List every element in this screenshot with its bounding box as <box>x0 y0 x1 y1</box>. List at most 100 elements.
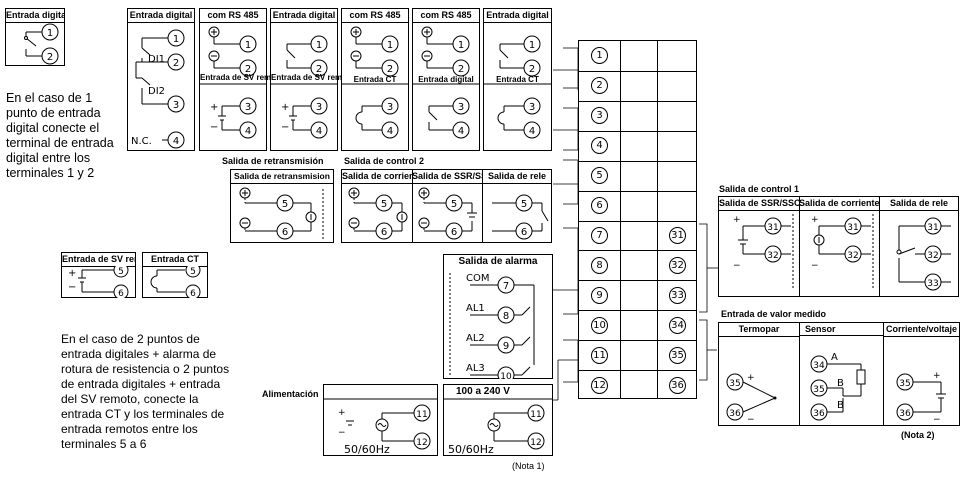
input-col-1: Entrada digital 1 2 3 4 DI1 DI2 N.C. <box>127 8 195 151</box>
ct-input-box: Entrada CT 5 6 <box>142 252 208 298</box>
terminal-label: 32 <box>669 256 686 274</box>
svg-text:−: − <box>68 282 76 293</box>
ac-source-icon: 11 12 50/60Hz <box>444 398 552 455</box>
control2-circuit-icon: 5 6 5 6 5 6 <box>348 187 549 240</box>
svg-text:4: 4 <box>173 136 179 147</box>
control1-label: Salida de control 1 <box>719 184 800 194</box>
control1-relay-title: Salida de rele <box>879 197 959 211</box>
terminal-label: 3 <box>591 107 608 125</box>
control2-box: Salida de corriente Salida de SSR/SSC Sa… <box>341 169 552 243</box>
terminal-label: 33 <box>669 286 686 304</box>
svg-text:B: B <box>837 378 844 389</box>
alarm-title: Salida de alarma <box>458 256 538 267</box>
terminal-33: 33 <box>657 280 698 310</box>
svg-text:AL2: AL2 <box>466 333 485 344</box>
svg-text:5: 5 <box>118 267 124 277</box>
power-ac-box: 100 a 240 V 11 12 50/60Hz <box>443 384 553 456</box>
terminal-label: 36 <box>669 376 686 394</box>
input-col-4-sub: Entrada CT <box>353 75 397 84</box>
input-col-3: Entrada digital 1 2 +− 3 4 Entrada de SV… <box>270 8 355 151</box>
svg-text:3: 3 <box>387 102 393 113</box>
input-col-4: com RS 485 1 2 3 4 Entrada CT <box>341 8 409 151</box>
remote-sv-box: Entrada de SV remoto +− 5 6 <box>61 252 136 298</box>
svg-text:−: − <box>747 415 755 425</box>
control2-current-title: Salida de corriente <box>342 170 412 184</box>
terminal-10: 10 <box>579 310 620 340</box>
digital-sv-icon: 1 2 +− 3 4 <box>271 35 337 139</box>
terminal-9: 9 <box>579 280 620 310</box>
svg-text:8: 8 <box>503 311 509 322</box>
input-col-2-sub: Entrada de SV remoto <box>200 73 284 82</box>
power-freq-1: 50/60Hz <box>344 443 390 455</box>
terminal-8: 8 <box>579 250 620 280</box>
svg-text:34: 34 <box>813 361 825 371</box>
ct-symbol-icon: 5 6 <box>150 266 201 298</box>
ct-input-title: Entrada CT <box>143 253 207 267</box>
svg-text:31: 31 <box>847 223 858 233</box>
terminal-7: 7 <box>579 221 620 251</box>
svg-text:36: 36 <box>813 409 825 419</box>
terminal-label: 1 <box>591 47 608 65</box>
svg-text:1: 1 <box>245 40 251 51</box>
svg-text:−: − <box>933 415 941 425</box>
terminal-label: 8 <box>591 256 608 274</box>
terminal-2: 2 <box>579 71 620 101</box>
svg-text:3: 3 <box>316 102 322 113</box>
svg-text:36: 36 <box>729 409 741 419</box>
control1-box: Salida de SSR/SSC Salida de corriente Sa… <box>718 196 959 297</box>
power-dc-box: +− 11 12 50/60Hz <box>323 384 438 456</box>
terminal-label: 2 <box>591 77 608 95</box>
terminal-label: 4 <box>591 137 608 155</box>
measured-sensor-title: Sensor <box>799 323 883 336</box>
terminal-label: 10 <box>591 316 608 334</box>
svg-text:2: 2 <box>458 64 464 75</box>
svg-text:6: 6 <box>521 227 527 238</box>
terminal-1: 1 <box>47 28 53 39</box>
svg-text:+: + <box>68 268 76 279</box>
svg-text:11: 11 <box>416 410 427 420</box>
svg-text:6: 6 <box>118 289 124 298</box>
terminal-label: 35 <box>669 346 686 364</box>
digital-input-title: Entrada digital <box>6 9 64 23</box>
bracket-lines-icon <box>553 47 579 401</box>
svg-text:35: 35 <box>729 379 740 389</box>
svg-text:+: + <box>811 215 819 225</box>
svg-text:2: 2 <box>316 64 322 75</box>
svg-text:2: 2 <box>387 64 393 75</box>
svg-text:4: 4 <box>529 126 535 137</box>
svg-text:3: 3 <box>458 102 464 113</box>
terminal-1: 1 <box>579 41 620 71</box>
retrans-label: Salida de retransmisión <box>222 156 324 166</box>
svg-text:AL1: AL1 <box>466 303 485 314</box>
svg-text:4: 4 <box>245 126 251 137</box>
svg-text:5: 5 <box>381 199 387 210</box>
alarm-relay-icon: COM AL1 AL2 AL3 7 8 9 10 <box>449 273 535 379</box>
svg-text:5: 5 <box>190 267 196 277</box>
svg-text:−: − <box>733 261 741 271</box>
terminal-label: 34 <box>669 316 686 334</box>
svg-text:DI1: DI1 <box>148 54 165 65</box>
svg-text:−: − <box>210 122 218 133</box>
retrans-box-title: Salida de retransmision <box>231 170 333 184</box>
svg-text:DI2: DI2 <box>148 86 165 97</box>
svg-text:35: 35 <box>899 379 910 389</box>
control2-label: Salida de control 2 <box>344 156 425 166</box>
terminal-6: 6 <box>579 191 620 221</box>
input-col-6: Entrada digital 1 2 3 4 Entrada CT <box>483 8 552 151</box>
power-freq-2: 50/60Hz <box>448 443 494 455</box>
svg-text:A: A <box>831 352 838 363</box>
terminal-3: 3 <box>579 101 620 131</box>
input-col-3-title: Entrada digital <box>271 9 337 23</box>
svg-text:6: 6 <box>190 289 196 298</box>
svg-text:33: 33 <box>927 279 938 289</box>
svg-text:10: 10 <box>500 372 512 379</box>
svg-text:1: 1 <box>458 40 464 51</box>
svg-text:1: 1 <box>316 40 322 51</box>
svg-text:5: 5 <box>282 199 288 210</box>
control1-circuit-icon: +− 31 32 +− 31 32 31 32 33 <box>733 214 951 291</box>
power-voltage-title: 100 a 240 V <box>456 386 510 397</box>
digital-input-box: Entrada digital 1 2 <box>5 8 65 66</box>
terminal-32: 32 <box>657 250 698 280</box>
measured-label: Entrada de valor medido <box>721 309 827 319</box>
terminal-11: 11 <box>579 340 620 370</box>
